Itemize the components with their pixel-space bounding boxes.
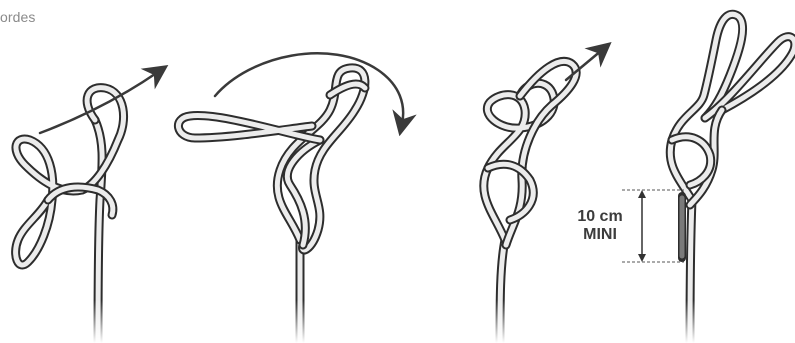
measurement-value: 10 cm: [560, 208, 640, 226]
bottom-fade: [0, 300, 795, 343]
measure-arrowhead-bottom: [638, 254, 646, 262]
step-3: [484, 50, 602, 343]
measurement-label: 10 cm MINI: [560, 208, 640, 244]
step-2: [178, 53, 403, 343]
step-2-arrow: [215, 53, 403, 124]
step-4: [670, 14, 795, 343]
measure-arrowhead-top: [638, 190, 646, 198]
measurement-qualifier: MINI: [560, 226, 640, 244]
